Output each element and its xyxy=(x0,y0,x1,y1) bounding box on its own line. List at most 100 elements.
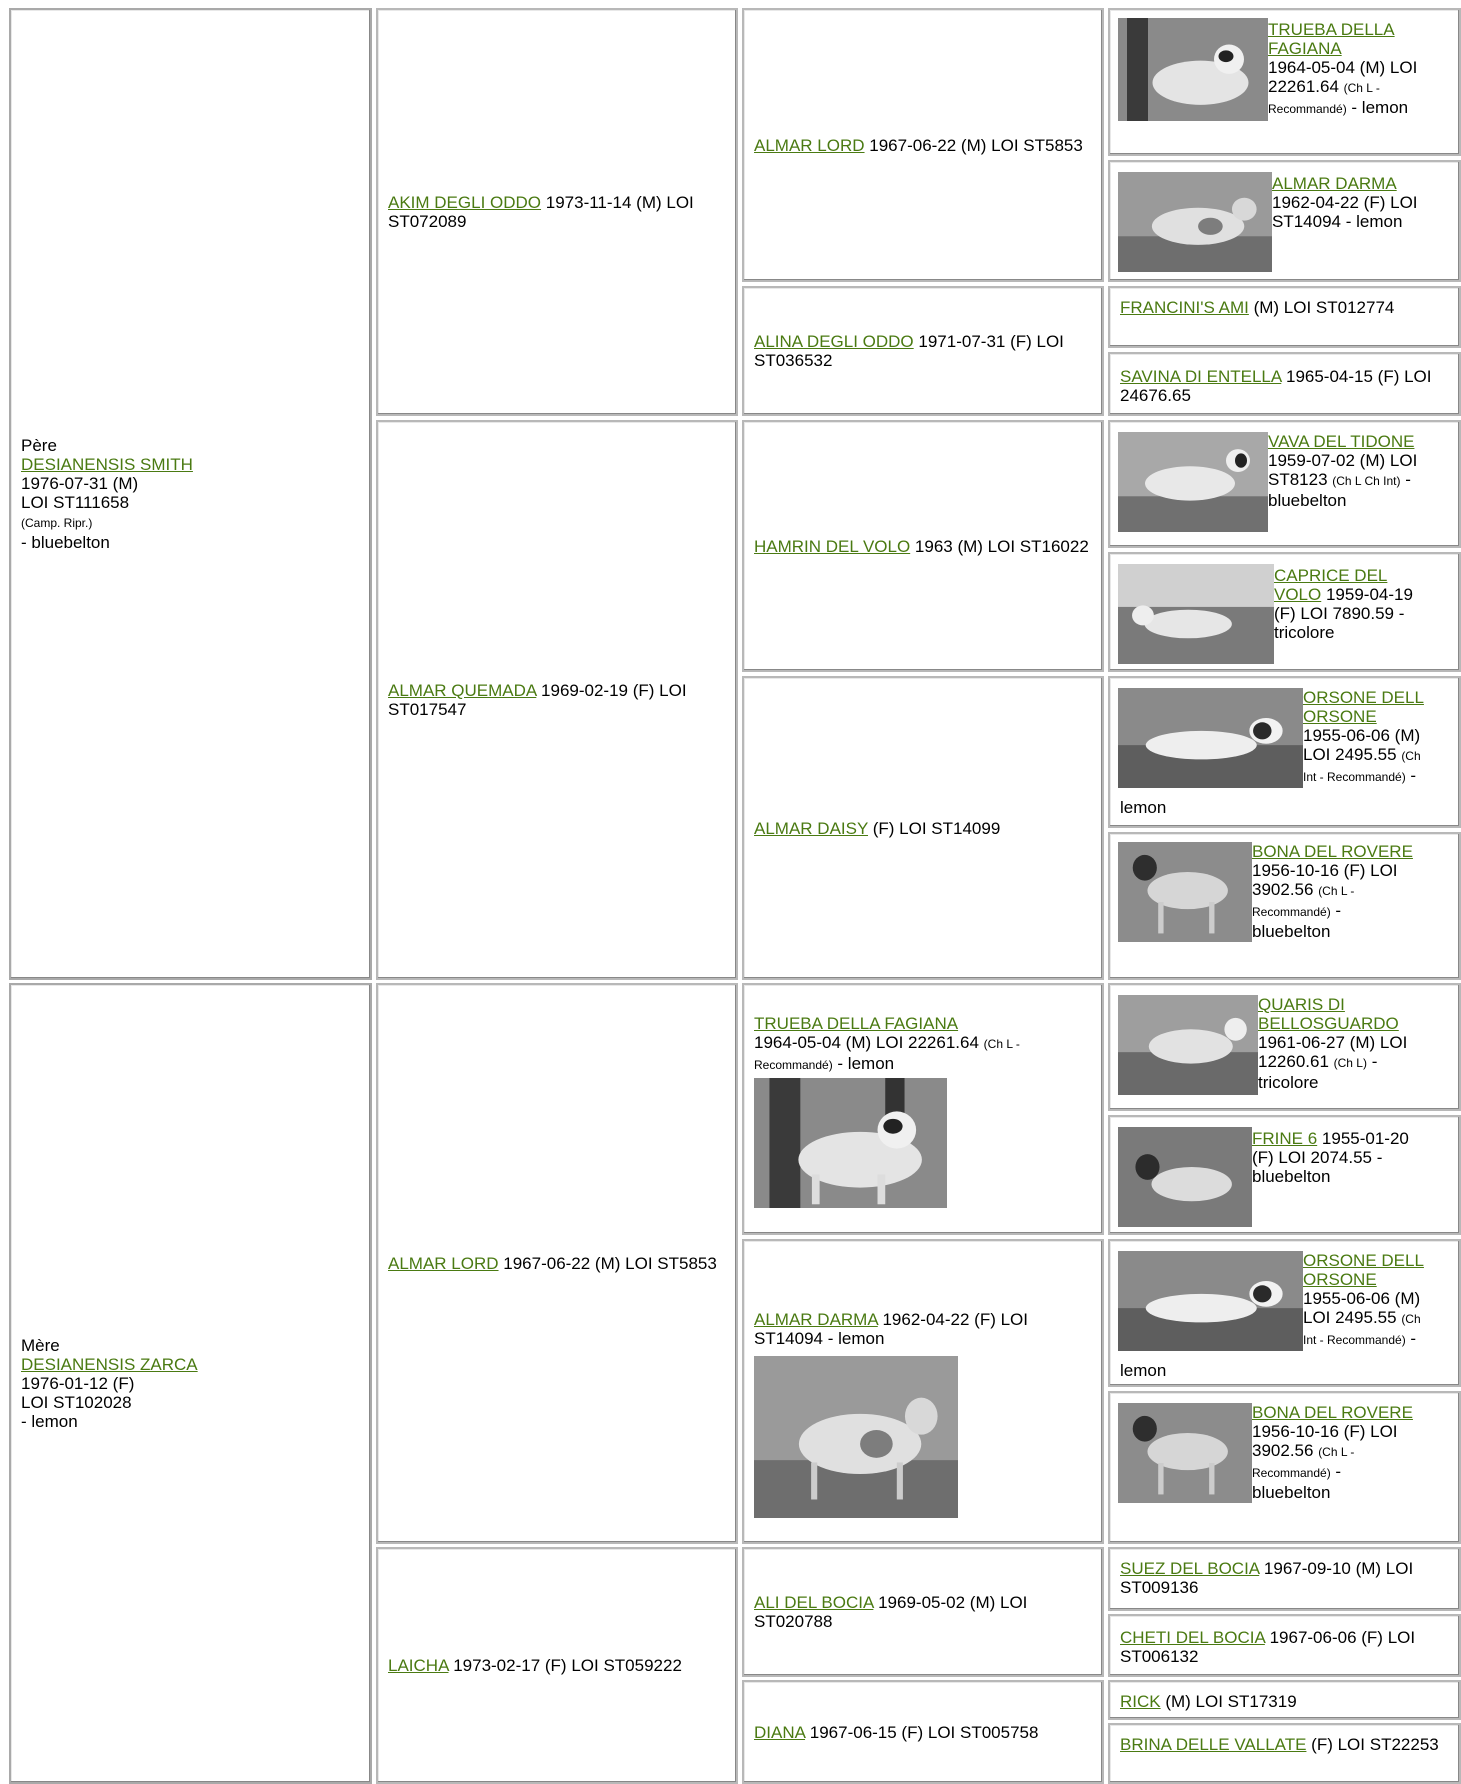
gen4-name-link[interactable]: FRINE 6 xyxy=(1252,1129,1318,1148)
sire-title: (Camp. Ripr.) xyxy=(21,516,93,530)
gen4-name-link[interactable]: VAVA DEL TIDONE xyxy=(1268,432,1415,451)
gen2-name-link[interactable]: LAICHA xyxy=(388,1656,449,1675)
gen4-orsone-2-text: ORSONE DELL ORSONE 1955-06-06 (M) LOI 24… xyxy=(1303,1251,1458,1350)
gen4-name-link[interactable]: BONA DEL ROVERE xyxy=(1252,842,1413,861)
gen4-name-link[interactable]: BELLOSGUARDO xyxy=(1258,1014,1399,1033)
gen3-name-link[interactable]: DIANA xyxy=(754,1722,806,1742)
gen4-cell-darma: ALMAR DARMA 1962-04-22 (F) LOI ST14094 -… xyxy=(1108,160,1461,282)
gen3-cell-hamrin: HAMRIN DEL VOLO 1963 (M) LOI ST16022 xyxy=(742,420,1104,672)
gen4-info: 1955-06-06 (M) xyxy=(1303,726,1421,745)
gen3-cell-almar-lord: ALMAR LORD 1967-06-22 (M) LOI ST5853 xyxy=(742,8,1104,282)
gen3-trueba-text: TRUEBA DELLA FAGIANA 1964-05-04 (M) LOI … xyxy=(754,1014,1094,1075)
gen4-name-link[interactable]: FAGIANA xyxy=(1268,39,1342,58)
gen4-cell-brina: BRINA DELLE VALLATE (F) LOI ST22253 xyxy=(1108,1723,1461,1784)
gen3-name-link[interactable]: ALINA DEGLI ODDO xyxy=(754,332,914,351)
dog-photo xyxy=(1118,995,1258,1095)
gen3-cell-trueba: TRUEBA DELLA FAGIANA 1964-05-04 (M) LOI … xyxy=(742,983,1104,1235)
gen4-cell-suez: SUEZ DEL BOCIA 1967-09-10 (M) LOI ST0091… xyxy=(1108,1547,1461,1611)
gen2-name-link[interactable]: AKIM DEGLI ODDO xyxy=(388,193,542,212)
gen4-title: (Ch L - xyxy=(1318,884,1355,898)
gen4-info: 1956-10-16 (F) LOI xyxy=(1252,861,1398,880)
sire-color: - bluebelton xyxy=(21,533,110,552)
gen2-info: 1973-11-14 (M) LOI ST072089 xyxy=(388,193,694,231)
gen4-name-link[interactable]: SAVINA DI ENTELLA xyxy=(1120,367,1282,386)
gen4-color: bluebelton xyxy=(1268,491,1347,510)
gen3-name-link[interactable]: HAMRIN DEL VOLO xyxy=(754,536,911,556)
gen2-cell-laicha: LAICHA 1973-02-17 (F) LOI ST059222 xyxy=(376,1547,738,1784)
gen4-orsone-2-color: lemon xyxy=(1120,1361,1167,1380)
gen4-color: bluebelton xyxy=(1252,1167,1331,1186)
dog-photo xyxy=(1118,1127,1252,1227)
gen2-cell-akim: AKIM DEGLI ODDO 1973-11-14 (M) LOI ST072… xyxy=(376,8,738,416)
gen4-title: Int - Recommandé) xyxy=(1303,770,1406,784)
gen4-cell-quaris: QUARIS DI BELLOSGUARDO 1961-06-27 (M) LO… xyxy=(1108,983,1461,1111)
gen4-bona-text: BONA DEL ROVERE 1956-10-16 (F) LOI 3902.… xyxy=(1252,842,1458,941)
gen4-name-link[interactable]: ORSONE DELL xyxy=(1303,688,1424,707)
gen4-name-link[interactable]: FRANCINI'S AMI xyxy=(1120,298,1249,317)
gen3-cell-alina: ALINA DEGLI ODDO 1971-07-31 (F) LOI ST03… xyxy=(742,286,1104,416)
gen3-name-link[interactable]: TRUEBA DELLA FAGIANA xyxy=(754,1014,959,1033)
gen2-name-link[interactable]: ALMAR QUEMADA xyxy=(388,681,537,700)
gen4-info: - xyxy=(1405,766,1417,785)
gen4-name-link[interactable]: RICK xyxy=(1120,1692,1161,1711)
gen3-info: 1967-06-22 (M) LOI ST5853 xyxy=(864,135,1083,155)
gen3-darma-text: ALMAR DARMA 1962-04-22 (F) LOI ST14094 -… xyxy=(754,1310,1094,1348)
sire-cell: Père DESIANENSIS SMITH 1976-07-31 (M) LO… xyxy=(9,8,372,980)
gen4-info: 3902.56 xyxy=(1252,1441,1319,1460)
gen4-name-link[interactable]: TRUEBA DELLA xyxy=(1268,20,1395,39)
gen4-cell-francini: FRANCINI'S AMI (M) LOI ST012774 xyxy=(1108,286,1461,348)
gen4-name-link[interactable]: ALMAR DARMA xyxy=(1272,174,1397,193)
gen4-orsone-text: ORSONE DELL ORSONE 1955-06-06 (M) LOI 24… xyxy=(1303,688,1458,787)
gen4-name-link[interactable]: BRINA DELLE VALLATE xyxy=(1120,1735,1307,1754)
gen4-info: LOI 2495.55 xyxy=(1303,745,1402,764)
gen4-name-link[interactable]: ORSONE xyxy=(1303,1270,1377,1289)
dam-birth: 1976-01-12 (F) xyxy=(21,1374,135,1393)
gen3-cell-diana: DIANA 1967-06-15 (F) LOI ST005758 xyxy=(742,1680,1104,1784)
gen2-cell-quemada: ALMAR QUEMADA 1969-02-19 (F) LOI ST01754… xyxy=(376,420,738,980)
gen4-name-link[interactable]: CHETI DEL BOCIA xyxy=(1120,1628,1265,1647)
gen4-name-link[interactable]: CAPRICE DEL xyxy=(1274,566,1388,585)
gen4-color: bluebelton xyxy=(1252,922,1331,941)
gen3-title: (Ch L - Recommandé) xyxy=(754,1037,1020,1072)
gen4-title: Recommandé) xyxy=(1268,102,1347,116)
gen4-name-link[interactable]: BONA DEL ROVERE xyxy=(1252,1403,1413,1422)
gen4-info: 1964-05-04 (M) LOI xyxy=(1268,58,1418,77)
dam-name-link[interactable]: DESIANENSIS ZARCA xyxy=(21,1355,198,1374)
gen3-info: 1971-07-31 (F) LOI ST036532 xyxy=(754,332,1064,370)
gen4-name-link[interactable]: SUEZ DEL BOCIA xyxy=(1120,1559,1260,1578)
gen4-bona-2-text: BONA DEL ROVERE 1956-10-16 (F) LOI 3902.… xyxy=(1252,1403,1458,1502)
gen3-cell-darma: ALMAR DARMA 1962-04-22 (F) LOI ST14094 -… xyxy=(742,1239,1104,1544)
gen4-name-link[interactable]: QUARIS DI xyxy=(1258,995,1345,1014)
gen4-cell-cheti: CHETI DEL BOCIA 1967-06-06 (F) LOI ST006… xyxy=(1108,1614,1461,1677)
gen3-name-link[interactable]: ALMAR LORD xyxy=(754,135,865,155)
gen4-cell-bona: BONA DEL ROVERE 1956-10-16 (F) LOI 3902.… xyxy=(1108,832,1461,980)
gen3-info: 1963 (M) LOI ST16022 xyxy=(910,536,1089,556)
gen4-cell-orsone-2: ORSONE DELL ORSONE 1955-06-06 (M) LOI 24… xyxy=(1108,1239,1461,1387)
dam-role-label: Mère xyxy=(21,1336,60,1355)
gen4-name-link[interactable]: ORSONE xyxy=(1303,707,1377,726)
gen4-cell-vava: VAVA DEL TIDONE 1959-07-02 (M) LOI ST812… xyxy=(1108,420,1461,548)
gen4-info: - xyxy=(1366,1052,1378,1071)
gen4-info: 1956-10-16 (F) LOI xyxy=(1252,1422,1398,1441)
gen3-info: 1967-06-15 (F) LOI ST005758 xyxy=(805,1722,1039,1742)
dog-photo xyxy=(1118,1251,1303,1351)
gen3-name-link[interactable]: ALMAR DAISY xyxy=(754,818,869,838)
gen4-frine-text: FRINE 6 1955-01-20 (F) LOI 2074.55 - blu… xyxy=(1252,1129,1458,1186)
gen4-orsone-color: lemon xyxy=(1120,798,1167,817)
gen4-cell-orsone: ORSONE DELL ORSONE 1955-06-06 (M) LOI 24… xyxy=(1108,676,1461,828)
dam-cell: Mère DESIANENSIS ZARCA 1976-01-12 (F) LO… xyxy=(9,983,372,1784)
dog-photo xyxy=(1118,172,1272,272)
gen2-info: 1967-06-22 (M) LOI ST5853 xyxy=(498,1254,717,1273)
gen4-name-link[interactable]: VOLO xyxy=(1274,585,1322,604)
dog-photo xyxy=(1118,18,1268,121)
gen4-cell-trueba: TRUEBA DELLA FAGIANA 1964-05-04 (M) LOI … xyxy=(1108,8,1461,156)
dog-photo xyxy=(754,1356,958,1518)
gen3-name-link[interactable]: ALI DEL BOCIA xyxy=(754,1593,874,1612)
gen2-name-link[interactable]: ALMAR LORD xyxy=(388,1254,499,1273)
gen4-info: 1955-01-20 xyxy=(1317,1129,1409,1148)
sire-name-link[interactable]: DESIANENSIS SMITH xyxy=(21,455,193,474)
dog-photo xyxy=(1118,688,1303,788)
gen4-info: (F) LOI 7890.59 - xyxy=(1274,604,1405,623)
gen4-name-link[interactable]: ORSONE DELL xyxy=(1303,1251,1424,1270)
gen3-name-link[interactable]: ALMAR DARMA xyxy=(754,1310,878,1329)
